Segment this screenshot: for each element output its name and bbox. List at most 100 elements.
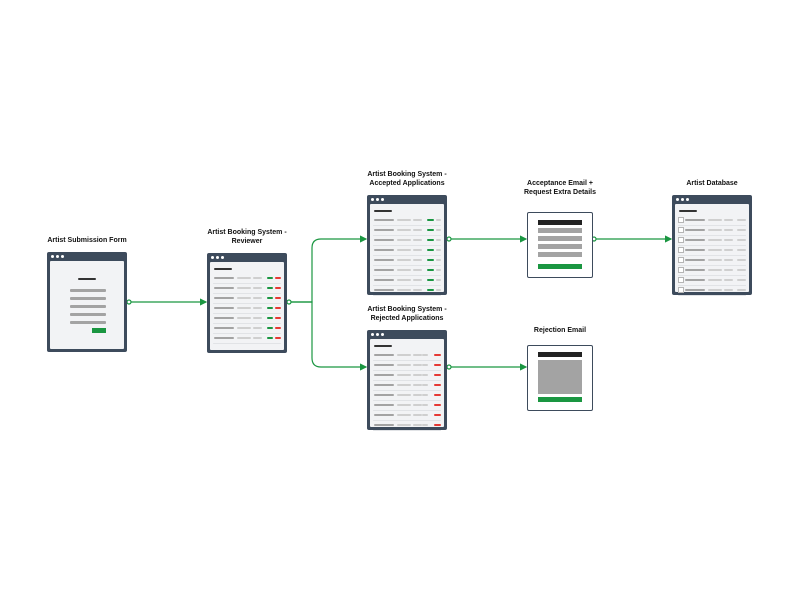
row-cell-line <box>436 269 441 271</box>
row-cell-line <box>397 374 411 376</box>
row-cell-line <box>374 249 394 251</box>
row-checkbox <box>678 257 684 263</box>
row-cell-line <box>397 424 411 426</box>
row-cell-line <box>737 289 746 291</box>
reject-marker <box>434 354 441 356</box>
row-cell-line <box>708 269 722 271</box>
accept-marker <box>427 279 434 281</box>
row-divider <box>373 390 441 391</box>
row-cell-line <box>253 317 262 319</box>
title-rejected: Artist Booking System - Rejected Applica… <box>367 306 447 322</box>
acceptance-email-card <box>527 212 593 278</box>
row-cell-line <box>214 337 234 339</box>
row-cell-line <box>422 354 428 356</box>
reject-marker <box>434 374 441 376</box>
row-cell-line <box>708 279 722 281</box>
table-row <box>675 237 749 246</box>
reject-marker <box>275 307 281 309</box>
connector-reviewer-to-accepted <box>290 235 368 303</box>
table-row <box>370 218 444 226</box>
row-cell-line <box>397 229 411 231</box>
row-checkbox <box>678 267 684 273</box>
table-row <box>370 228 444 236</box>
row-cell-line <box>214 297 234 299</box>
row-cell-line <box>413 289 422 291</box>
table-row <box>210 326 284 334</box>
row-cell-line <box>397 384 411 386</box>
table-row <box>370 373 444 381</box>
row-cell-line <box>237 307 251 309</box>
row-divider <box>213 323 281 324</box>
table-heading-line <box>214 268 232 270</box>
row-divider <box>678 285 746 286</box>
row-cell-line <box>374 229 394 231</box>
rejection-email-card <box>527 345 593 411</box>
table-row <box>370 413 444 421</box>
accepted-applications-window <box>367 195 447 296</box>
row-cell-line <box>253 297 262 299</box>
window-title-bar <box>367 330 447 339</box>
row-divider <box>373 295 441 296</box>
row-cell-line <box>397 259 411 261</box>
row-cell-line <box>422 364 428 366</box>
accept-marker <box>427 269 434 271</box>
reviewer-window <box>207 253 287 353</box>
row-cell-line <box>422 384 428 386</box>
row-cell-line <box>413 249 422 251</box>
row-cell-line <box>436 239 441 241</box>
row-cell-line <box>724 249 733 251</box>
row-divider <box>373 400 441 401</box>
row-divider <box>373 430 441 431</box>
reject-marker <box>434 414 441 416</box>
row-cell-line <box>685 259 705 261</box>
row-cell-line <box>413 404 422 406</box>
email-body-line <box>538 244 582 249</box>
table-row <box>675 227 749 236</box>
window-control-dot-icon <box>376 333 379 336</box>
row-cell-line <box>374 289 394 291</box>
reject-marker <box>275 337 281 339</box>
row-cell-line <box>724 289 733 291</box>
row-cell-line <box>253 337 262 339</box>
row-checkbox <box>678 217 684 223</box>
table-row <box>370 353 444 361</box>
table-row <box>370 383 444 391</box>
table-row <box>370 268 444 276</box>
window-control-dot-icon <box>681 198 684 201</box>
row-cell-line <box>685 219 705 221</box>
accept-marker <box>267 287 273 289</box>
window-title-bar <box>47 252 127 261</box>
row-divider <box>373 225 441 226</box>
rejected-applications-window <box>367 330 447 431</box>
row-cell-line <box>374 374 394 376</box>
accept-marker <box>267 297 273 299</box>
row-divider <box>373 265 441 266</box>
table-heading-line <box>374 345 392 347</box>
table-row <box>370 278 444 286</box>
window-control-dot-icon <box>376 198 379 201</box>
email-action-button <box>538 264 582 269</box>
table-row <box>370 248 444 256</box>
window-title-bar <box>207 253 287 262</box>
window-control-dot-icon <box>676 198 679 201</box>
row-cell-line <box>413 424 422 426</box>
accepted-table <box>370 204 444 296</box>
row-divider <box>373 245 441 246</box>
row-cell-line <box>253 277 262 279</box>
row-cell-line <box>413 414 422 416</box>
row-divider <box>373 360 441 361</box>
row-divider <box>213 313 281 314</box>
row-cell-line <box>724 279 733 281</box>
row-cell-line <box>253 327 262 329</box>
reject-marker <box>434 364 441 366</box>
table-row <box>210 286 284 294</box>
row-cell-line <box>237 317 251 319</box>
row-cell-line <box>708 219 722 221</box>
row-checkbox <box>678 247 684 253</box>
row-cell-line <box>374 219 394 221</box>
row-cell-line <box>413 239 422 241</box>
form-submit-button <box>92 328 106 333</box>
rejected-table <box>370 339 444 431</box>
row-cell-line <box>374 384 394 386</box>
row-cell-line <box>685 279 705 281</box>
